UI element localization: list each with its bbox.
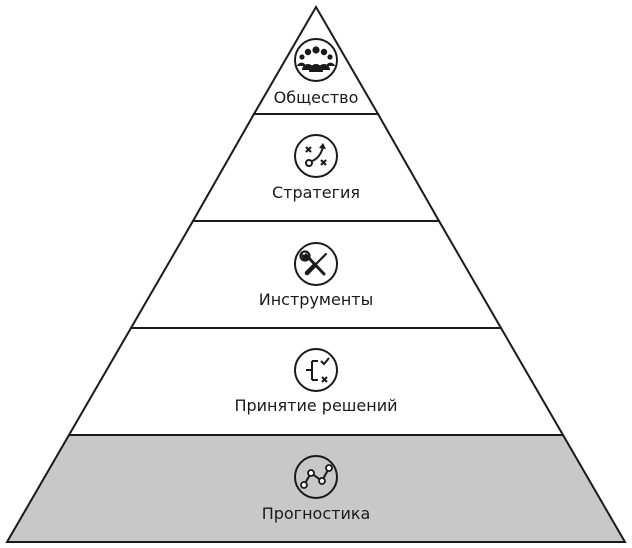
tier-strategy: Стратегия	[191, 113, 441, 222]
decision-icon	[294, 348, 338, 392]
tier-forecast-label: Прогностика	[262, 504, 371, 523]
tools-icon	[294, 242, 338, 286]
tier-decision-label: Принятие решений	[234, 396, 397, 415]
strategy-icon	[294, 134, 338, 178]
tier-community-label: Общество	[274, 88, 359, 107]
community-icon	[294, 38, 338, 82]
tier-tools-label: Инструменты	[259, 290, 374, 309]
forecast-icon	[294, 455, 338, 499]
tier-tools: Инструменты	[129, 220, 503, 329]
tier-forecast: Прогностика	[5, 434, 627, 543]
tier-decision: Принятие решений	[67, 327, 565, 436]
tier-community: Общество	[252, 5, 380, 115]
tier-strategy-label: Стратегия	[272, 183, 360, 202]
